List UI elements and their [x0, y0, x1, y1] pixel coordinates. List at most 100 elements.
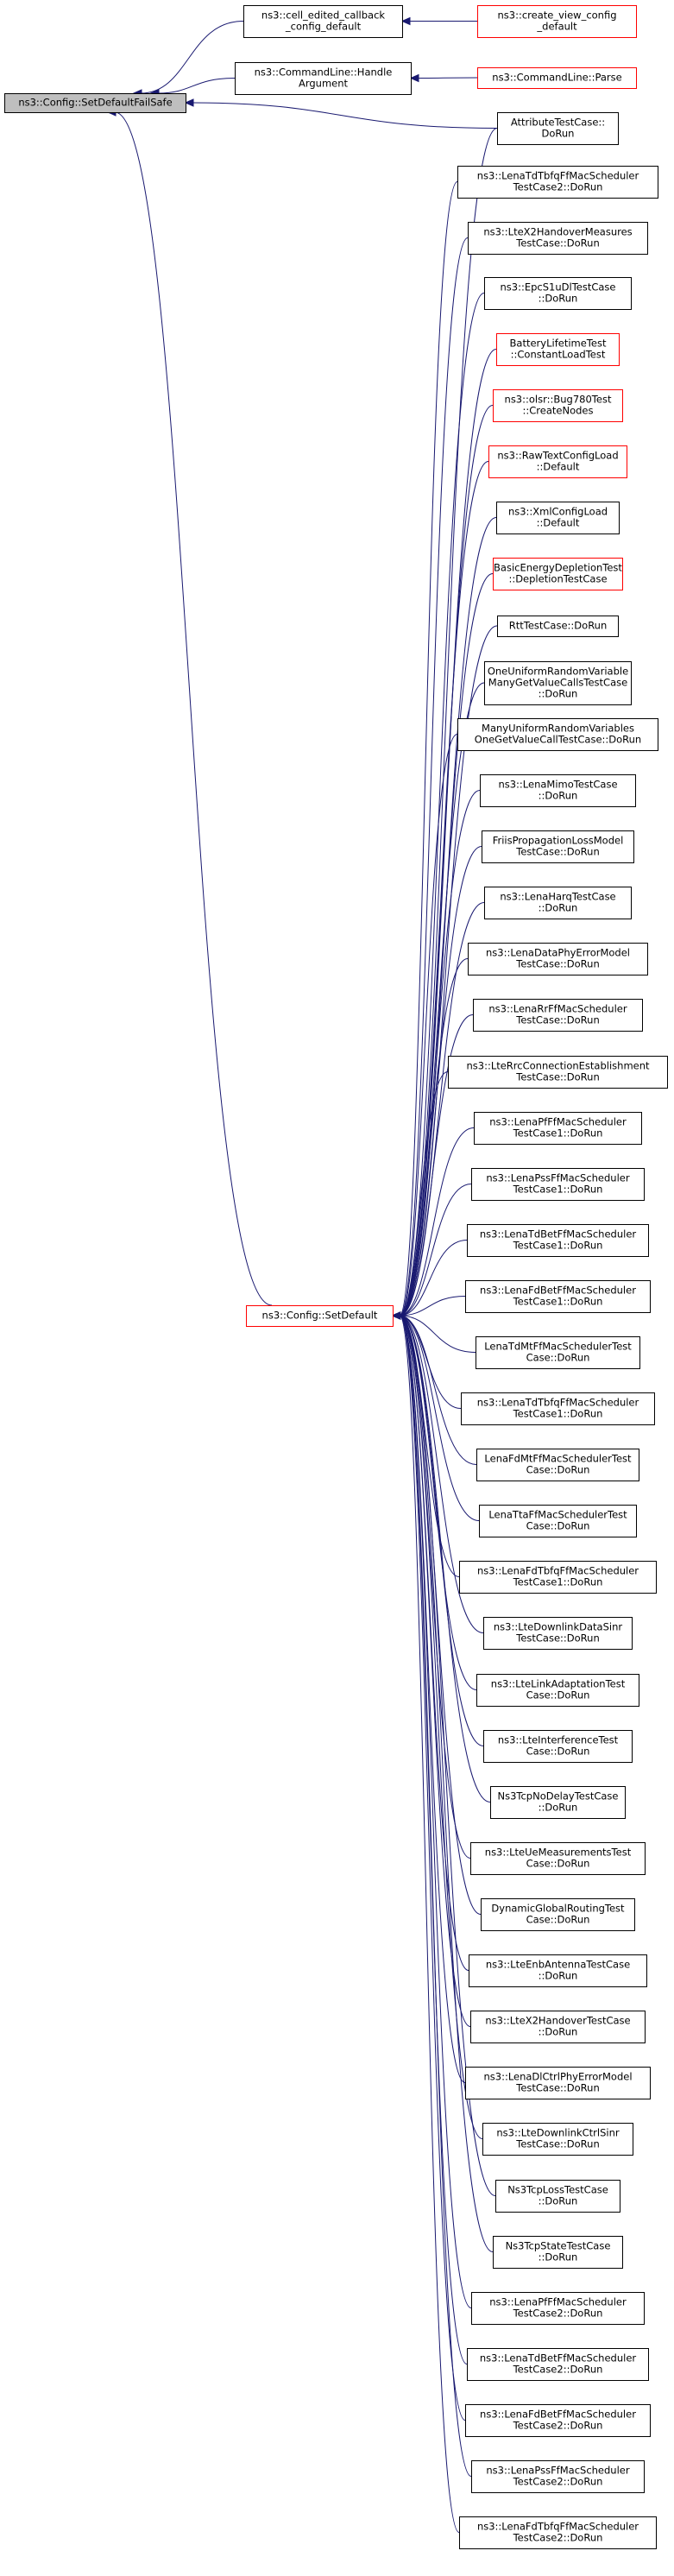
node-c40[interactable]: ns3::LenaFdBetFfMacSchedulerTestCase2::D…	[465, 2404, 651, 2437]
node-c11[interactable]: ns3::LenaMimoTestCase::DoRun	[480, 774, 636, 807]
node-box	[461, 1392, 655, 1425]
node-label-line: Case::DoRun	[526, 1746, 590, 1758]
node-c37[interactable]: Ns3TcpStateTestCase::DoRun	[493, 2236, 623, 2269]
node-c18[interactable]: ns3::LenaPssFfMacSchedulerTestCase1::DoR…	[471, 1168, 645, 1201]
edge-c15-to-setdefault	[399, 1014, 474, 1316]
node-box	[246, 1305, 394, 1327]
node-c41[interactable]: ns3::LenaPssFfMacSchedulerTestCase2::DoR…	[471, 2460, 645, 2493]
node-label-line: BasicEnergyDepletionTest	[494, 562, 622, 574]
node-box	[235, 62, 412, 95]
node-label-line: ::DoRun	[539, 2195, 578, 2207]
node-label-line: ::DepletionTestCase	[508, 573, 607, 585]
node-c0[interactable]: ns3::LenaTdTbfqFfMacSchedulerTestCase2::…	[457, 166, 658, 199]
node-c34[interactable]: ns3::LenaDlCtrlPhyErrorModelTestCase::Do…	[465, 2067, 651, 2099]
node-c19[interactable]: ns3::LenaTdBetFfMacSchedulerTestCase1::D…	[467, 1224, 649, 1257]
node-label-line: TestCase1::DoRun	[513, 1127, 603, 1140]
node-c25[interactable]: ns3::LenaFdTbfqFfMacSchedulerTestCase1::…	[459, 1561, 657, 1594]
node-box	[484, 661, 632, 705]
node-label-line: TestCase::DoRun	[515, 2138, 599, 2150]
node-create_view[interactable]: ns3::create_view_config_default	[477, 5, 637, 38]
edge-attr_test-to-root	[192, 102, 498, 129]
node-label-line: ns3::LenaPfFfMacScheduler	[489, 2296, 627, 2308]
nodes-layer: ns3::Config::SetDefaultFailSafe ns3::cell…	[4, 5, 668, 2549]
node-c33[interactable]: ns3::LteX2HandoverTestCase::DoRun	[470, 2011, 646, 2043]
node-c3[interactable]: BatteryLifetimeTest::ConstantLoadTest	[496, 333, 620, 366]
node-setdefault[interactable]: ns3::Config::SetDefault	[246, 1305, 394, 1327]
node-c14[interactable]: ns3::LenaDataPhyErrorModelTestCase::DoRu…	[468, 943, 648, 975]
node-c29[interactable]: Ns3TcpNoDelayTestCase::DoRun	[490, 1786, 626, 1819]
node-label-line: Case::DoRun	[526, 1689, 590, 1702]
node-label-line: ns3::LteInterferenceTest	[498, 1734, 619, 1746]
node-c20[interactable]: ns3::LenaFdBetFfMacSchedulerTestCase1::D…	[465, 1280, 651, 1313]
node-c32[interactable]: ns3::LteEnbAntennaTestCase::DoRun	[469, 1954, 647, 1987]
node-cl_parse[interactable]: ns3::CommandLine::Parse	[477, 67, 637, 89]
node-label-line: TestCase2::DoRun	[513, 2476, 603, 2488]
node-attr_test[interactable]: AttributeTestCase::DoRun	[497, 112, 619, 145]
node-label-line: ns3::LteX2HandoverTestCase	[485, 2015, 630, 2027]
node-c13[interactable]: ns3::LenaHarqTestCase::DoRun	[484, 887, 632, 919]
node-label-line: ns3::LenaTdBetFfMacScheduler	[480, 2352, 637, 2364]
node-label-line: ns3::XmlConfigLoad	[508, 506, 608, 518]
node-box	[477, 67, 637, 89]
node-label-line: ns3::LenaTdTbfqFfMacScheduler	[477, 170, 639, 182]
node-c8[interactable]: RttTestCase::DoRun	[497, 616, 619, 637]
edge-setdefault-to-root	[114, 111, 273, 1306]
node-box	[495, 2180, 620, 2213]
node-label-line: ns3::LteEnbAntennaTestCase	[486, 1959, 630, 1971]
node-c38[interactable]: ns3::LenaPfFfMacSchedulerTestCase2::DoRu…	[471, 2292, 645, 2325]
node-c2[interactable]: ns3::EpcS1uDlTestCase::DoRun	[484, 277, 632, 310]
edge-c17-to-setdefault	[399, 1127, 475, 1316]
node-box	[457, 166, 658, 199]
arrowhead-create_view-to-cell_edited	[400, 16, 411, 26]
edge-c34-to-setdefault	[399, 1315, 466, 2083]
node-c16[interactable]: ns3::LteRrcConnectionEstablishmentTestCa…	[448, 1056, 668, 1089]
edge-c14-to-setdefault	[399, 958, 469, 1316]
node-box	[471, 2460, 645, 2493]
node-label-line: TestCase2::DoRun	[513, 181, 603, 193]
node-c4[interactable]: ns3::olsr::Bug780Test::CreateNodes	[493, 389, 623, 422]
node-label-line: ::DoRun	[539, 2026, 578, 2038]
node-c6[interactable]: ns3::XmlConfigLoad::Default	[496, 502, 620, 534]
node-c36[interactable]: Ns3TcpLossTestCase::DoRun	[495, 2180, 620, 2213]
node-label-line: TestCase::DoRun	[515, 958, 599, 970]
node-label-line: ns3::LenaPfFfMacScheduler	[489, 1116, 627, 1128]
node-label-line: ns3::CommandLine::Parse	[492, 72, 621, 84]
node-label-line: TestCase::DoRun	[515, 1632, 599, 1645]
node-label-line: ns3::LenaMimoTestCase	[498, 779, 617, 791]
node-c7[interactable]: BasicEnergyDepletionTest::DepletionTestC…	[493, 558, 623, 590]
node-c39[interactable]: ns3::LenaTdBetFfMacSchedulerTestCase2::D…	[467, 2348, 649, 2381]
node-c17[interactable]: ns3::LenaPfFfMacSchedulerTestCase1::DoRu…	[474, 1112, 642, 1145]
node-cell_edited[interactable]: ns3::cell_edited_callback_config_default	[243, 5, 403, 38]
node-c9[interactable]: OneUniformRandomVariableManyGetValueCall…	[484, 661, 632, 705]
node-label-line: Ns3TcpNoDelayTestCase	[497, 1790, 618, 1803]
node-root[interactable]: ns3::Config::SetDefaultFailSafe	[4, 93, 186, 113]
node-box	[476, 1674, 639, 1707]
node-label-line: ns3::LteLinkAdaptationTest	[491, 1678, 626, 1690]
edge-c37-to-setdefault	[399, 1315, 494, 2252]
node-label-line: ::DoRun	[539, 1802, 578, 1814]
edge-handle_arg-to-root	[157, 78, 236, 94]
node-c1[interactable]: ns3::LteX2HandoverMeasuresTestCase::DoRu…	[468, 222, 648, 255]
node-c22[interactable]: ns3::LenaTdTbfqFfMacSchedulerTestCase1::…	[461, 1392, 655, 1425]
node-label-line: ns3::LenaPssFfMacScheduler	[486, 2465, 629, 2477]
node-c5[interactable]: ns3::RawTextConfigLoad::Default	[488, 445, 627, 478]
node-label-line: ns3::LenaDlCtrlPhyErrorModel	[483, 2071, 632, 2083]
node-c10[interactable]: ManyUniformRandomVariablesOneGetValueCal…	[457, 718, 658, 751]
node-label-line: DynamicGlobalRoutingTest	[491, 1903, 625, 1915]
node-label-line: Case::DoRun	[526, 1352, 590, 1364]
node-c42[interactable]: ns3::LenaFdTbfqFfMacSchedulerTestCase2::…	[459, 2516, 657, 2549]
node-label-line: ns3::LteX2HandoverMeasures	[483, 226, 632, 238]
node-label-line: TestCase2::DoRun	[513, 2420, 603, 2432]
